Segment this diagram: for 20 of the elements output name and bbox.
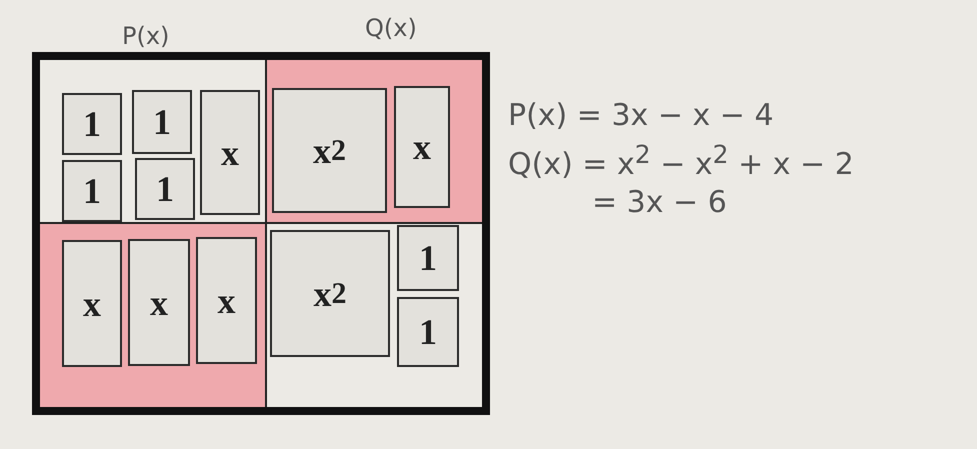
quadrant-panel: [40, 222, 265, 407]
quadrant-panel: [265, 60, 482, 222]
tile-mat: [32, 52, 490, 415]
unit-tile: 1: [132, 90, 192, 154]
x-tile: x: [128, 239, 190, 366]
column-label: P(x): [122, 22, 170, 50]
unit-tile: 1: [135, 158, 195, 220]
unit-tile: 1: [397, 297, 459, 367]
x-tile: x: [394, 86, 450, 208]
handwritten-equation: Q(x) = x$^{2}$ − x$^{2}$ + x − 2: [508, 140, 854, 182]
unit-tile: 1: [397, 225, 459, 291]
quadrant-panel: [265, 222, 482, 407]
x-tile: x: [200, 90, 260, 215]
unit-tile: 1: [62, 93, 122, 155]
x-tile: x: [62, 240, 122, 367]
column-label: Q(x): [365, 14, 417, 42]
x-tile: x: [196, 237, 257, 364]
unit-tile: 1: [62, 160, 122, 222]
handwritten-equation: P(x) = 3x − x − 4: [508, 98, 774, 133]
handwritten-equation: = 3x − 6: [592, 185, 727, 220]
